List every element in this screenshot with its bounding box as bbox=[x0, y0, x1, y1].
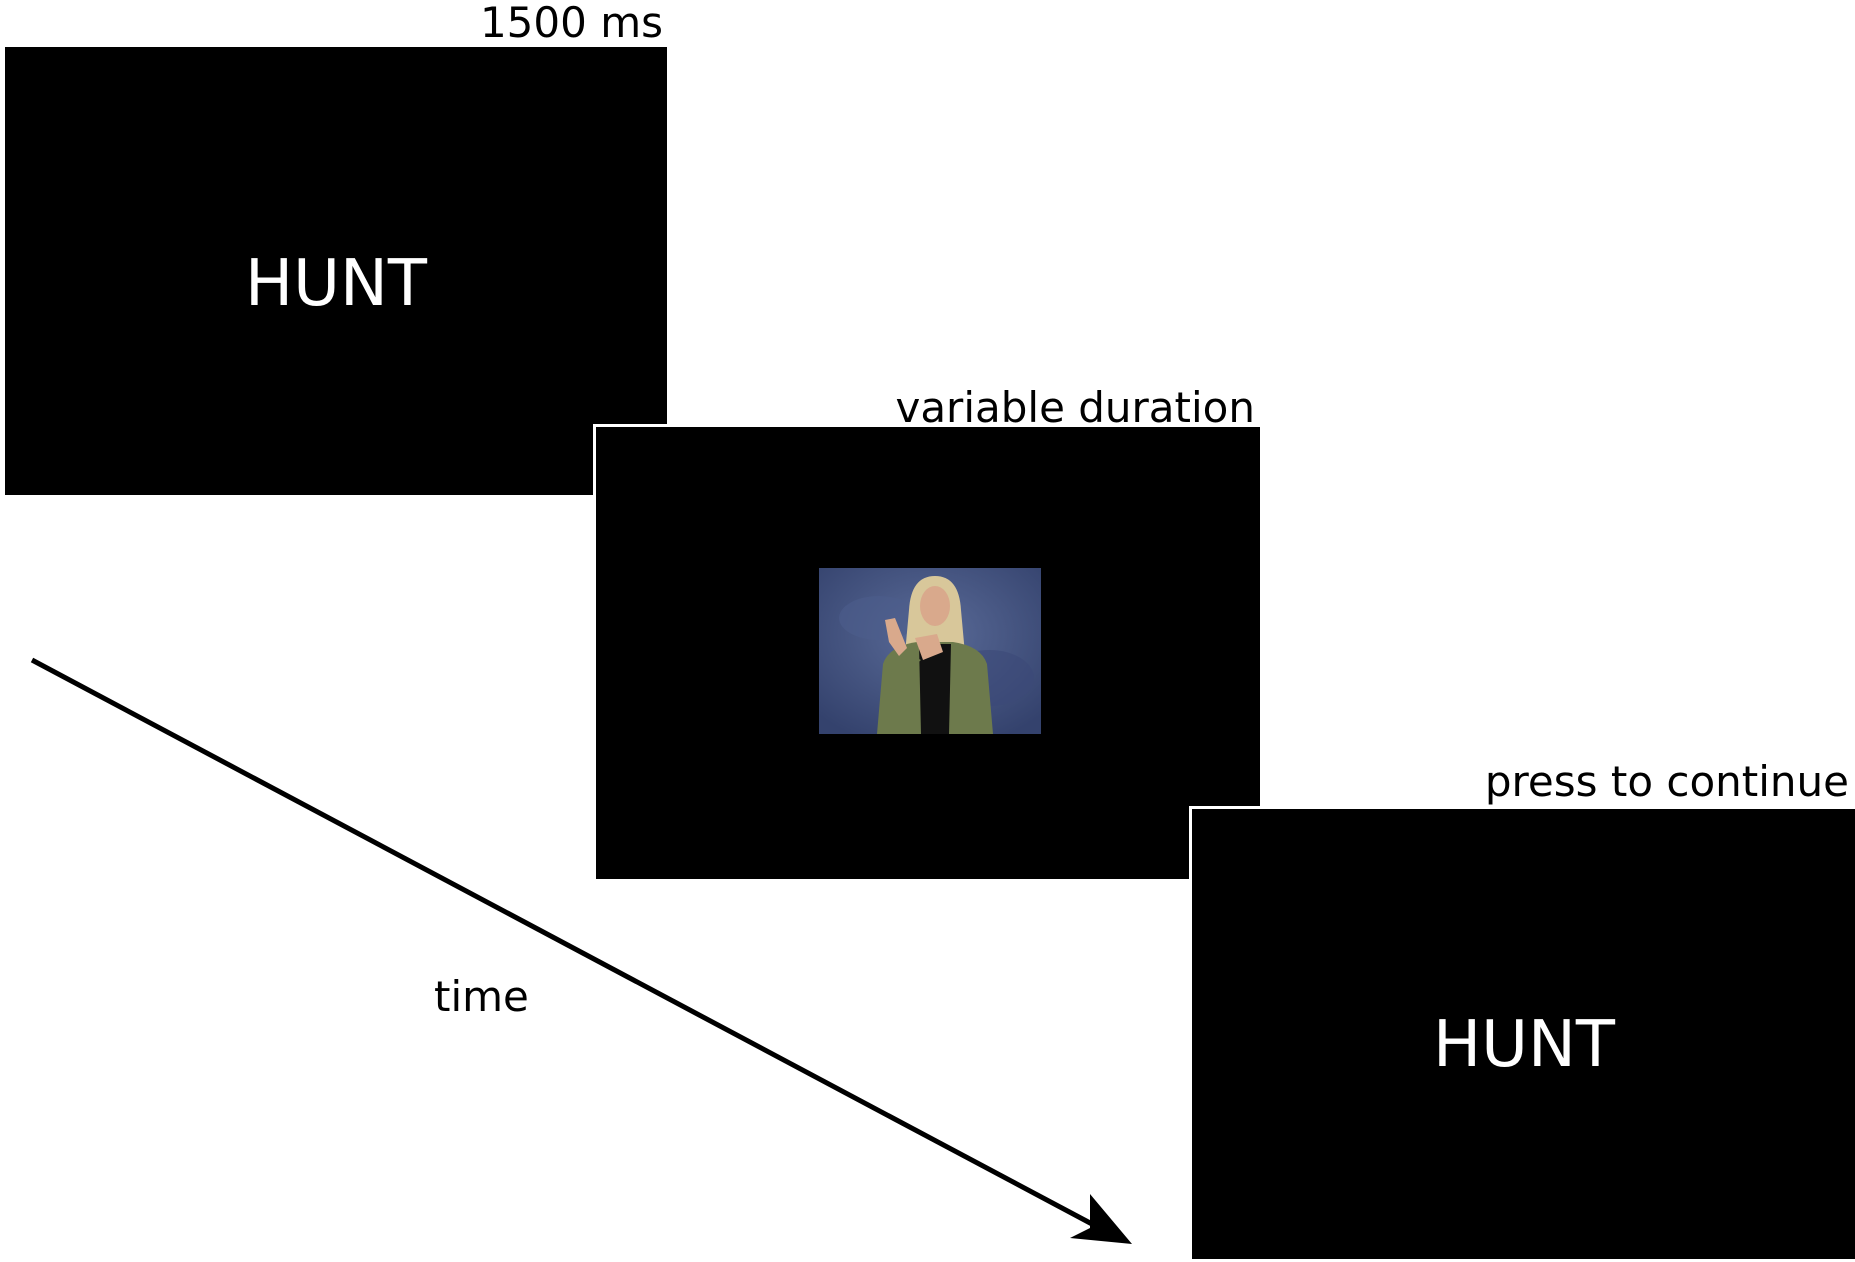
frame-1-duration-label: 1500 ms bbox=[479, 0, 663, 47]
signer-face bbox=[920, 586, 950, 626]
frame-3-word: HUNT bbox=[1433, 1008, 1615, 1082]
word-frame-3: HUNT bbox=[1189, 806, 1855, 1262]
frame-3-duration-label: press to continue bbox=[1484, 757, 1849, 806]
time-arrow-head bbox=[1070, 1194, 1132, 1244]
signer-hand-right bbox=[915, 634, 943, 660]
video-frame bbox=[593, 424, 1263, 882]
frame-1-word: HUNT bbox=[245, 247, 427, 321]
signer-hand-left bbox=[885, 618, 907, 656]
word-frame-1: HUNT bbox=[2, 44, 670, 498]
time-label: time bbox=[434, 972, 529, 1021]
frame-2-duration-label: variable duration bbox=[895, 383, 1255, 432]
signer-video-still bbox=[819, 568, 1041, 734]
